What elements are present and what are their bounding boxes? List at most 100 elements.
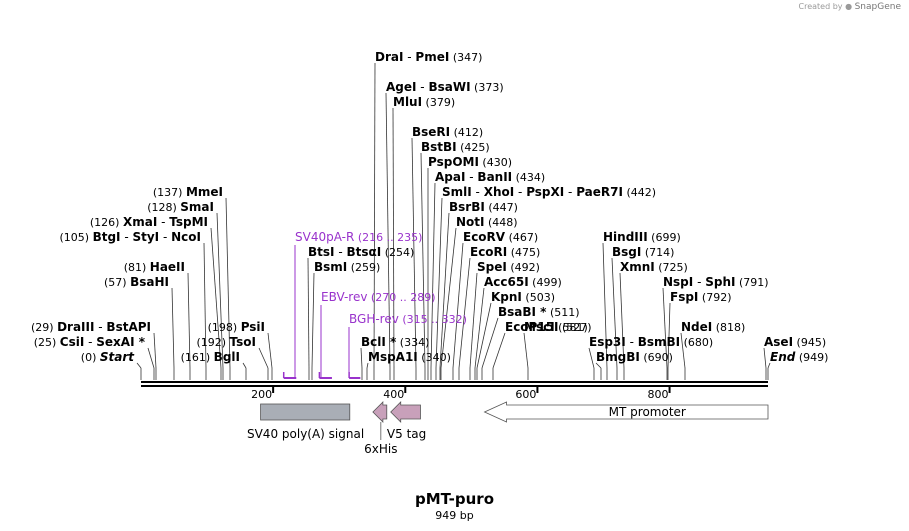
site-bsrbi: BsrBI (447) — [449, 200, 518, 214]
separator: - — [693, 275, 705, 289]
site-drai-pmei: DraI - PmeI (347) — [375, 50, 482, 64]
site-name-text: EcoRI (475) — [470, 245, 540, 259]
enzyme-name: MscI — [524, 320, 555, 334]
site-acc65i: Acc65I (499) — [484, 275, 562, 289]
site-position: (334) — [396, 336, 429, 349]
primer-bgh-rev: BGH-rev (315 .. 332) — [348, 312, 467, 379]
feature-box — [260, 403, 351, 421]
site-xmai-tspmi: (126) XmaI - TspMI — [90, 215, 208, 229]
site-position: (503) — [522, 291, 555, 304]
site-name-text: DraI - PmeI (347) — [375, 50, 482, 64]
enzyme-name: StyI — [132, 230, 159, 244]
leader-line — [439, 212, 450, 369]
site-name-text: BsmI (259) — [314, 260, 380, 274]
site-esp3i-bsmbi: Esp3I - BsmBI (680) — [589, 335, 713, 349]
site-position: (192) — [196, 336, 229, 349]
site-kpni: KpnI (503) — [491, 290, 555, 304]
site-name-text: BclI * (334) — [361, 335, 429, 349]
leader-line — [435, 197, 443, 369]
leader-line — [366, 362, 369, 369]
site-position: (492) — [507, 261, 540, 274]
site-name-text: (105) BtgI - StyI - NcoI — [60, 230, 202, 244]
site-haeii: (81) HaeII — [124, 260, 185, 274]
site-spei: SpeI (492) — [477, 260, 540, 274]
enzyme-name: BstBI — [421, 140, 457, 154]
site-name-text: NspI - SphI (791) — [663, 275, 769, 289]
site-position: (511) — [546, 306, 579, 319]
enzyme-name: TspMI — [169, 215, 208, 229]
site-name-text: XmnI (725) — [620, 260, 688, 274]
site-position: (105) — [60, 231, 93, 244]
site-name-text: (81) HaeII — [124, 260, 185, 274]
site-start: (0) Start — [81, 350, 135, 364]
feature-label: SV40 poly(A) signal — [247, 427, 364, 441]
enzyme-name: MspA1I — [368, 350, 418, 364]
primer-name: EBV-rev — [321, 290, 367, 304]
site-position: (347) — [449, 51, 482, 64]
enzyme-name: BsmBI — [638, 335, 680, 349]
enzyme-name: PspXI — [526, 185, 564, 199]
leader-line — [411, 137, 417, 369]
site-psii: (198) PsiI — [208, 320, 265, 334]
site-position: (425) — [457, 141, 490, 154]
plasmid-length: 949 bp — [435, 509, 474, 522]
site-position: (29) — [31, 321, 57, 334]
enzyme-name: EcoP15I — [505, 320, 559, 334]
enzyme-name: AgeI — [386, 80, 416, 94]
enzyme-name: XhoI — [484, 185, 515, 199]
leader-line — [440, 227, 457, 369]
site-position: (499) — [529, 276, 562, 289]
leader-line — [595, 362, 602, 369]
site-position: (949) — [795, 351, 828, 364]
site-bstbi: BstBI (425) — [421, 140, 490, 154]
leader-line — [258, 347, 269, 369]
enzyme-name: BclI * — [361, 335, 397, 349]
site-position: (81) — [124, 261, 150, 274]
site-position: (254) — [381, 246, 414, 259]
leader-line — [360, 347, 363, 369]
site-name-text: PspOMI (430) — [428, 155, 512, 169]
feature-arrow — [372, 401, 388, 423]
leader-line — [767, 362, 771, 369]
enzyme-name: AseI — [764, 335, 793, 349]
separator: - — [84, 335, 96, 349]
site-position: (448) — [485, 216, 518, 229]
leader-line — [153, 332, 157, 369]
site-name-text: KpnI (503) — [491, 290, 555, 304]
site-position: (340) — [418, 351, 451, 364]
site-name-text: EcoP15I (527) — [505, 320, 592, 334]
site-bgli: (161) BglI — [181, 350, 240, 364]
leader-line — [469, 272, 478, 369]
site-ndei: NdeI (818) — [681, 320, 745, 334]
enzyme-name: BmgBI — [596, 350, 640, 364]
site-mlui: MluI (379) — [393, 95, 455, 109]
site-name-text: (0) Start — [81, 350, 135, 364]
site-position: (430) — [479, 156, 512, 169]
enzyme-name: Start — [100, 350, 135, 364]
site-apai-banii: ApaI - BanII (434) — [435, 170, 545, 184]
site-name-text: BmgBI (690) — [596, 350, 673, 364]
enzyme-name: BstAPI — [106, 320, 151, 334]
site-ecop15i: EcoP15I (527) — [505, 320, 592, 334]
site-name-text: BsgI (714) — [612, 245, 674, 259]
site-position: (128) — [147, 201, 180, 214]
separator: - — [403, 50, 415, 64]
enzyme-name: CsiI — [60, 335, 85, 349]
separator: - — [472, 185, 484, 199]
site-name-text: (25) CsiI - SexAI * — [34, 335, 146, 349]
site-ecori: EcoRI (475) — [470, 245, 540, 259]
feature-mt-promoter: MT promoter — [483, 401, 769, 423]
enzyme-name: XmnI — [620, 260, 655, 274]
site-btsi-bts-i: BtsI - BtsαI (254) — [308, 245, 414, 259]
separator: - — [465, 170, 477, 184]
leader-line — [267, 332, 273, 369]
site-position: (581) — [555, 321, 588, 334]
site-name-text: NotI (448) — [456, 215, 518, 229]
site-msci: MscI (581) — [524, 320, 588, 334]
site-position: (434) — [512, 171, 545, 184]
site-end: End (949) — [770, 350, 828, 364]
enzyme-name: TsoI — [230, 335, 256, 349]
site-asei: AseI (945) — [764, 335, 826, 349]
site-name-text: (29) DraIII - BstAPI — [31, 320, 151, 334]
